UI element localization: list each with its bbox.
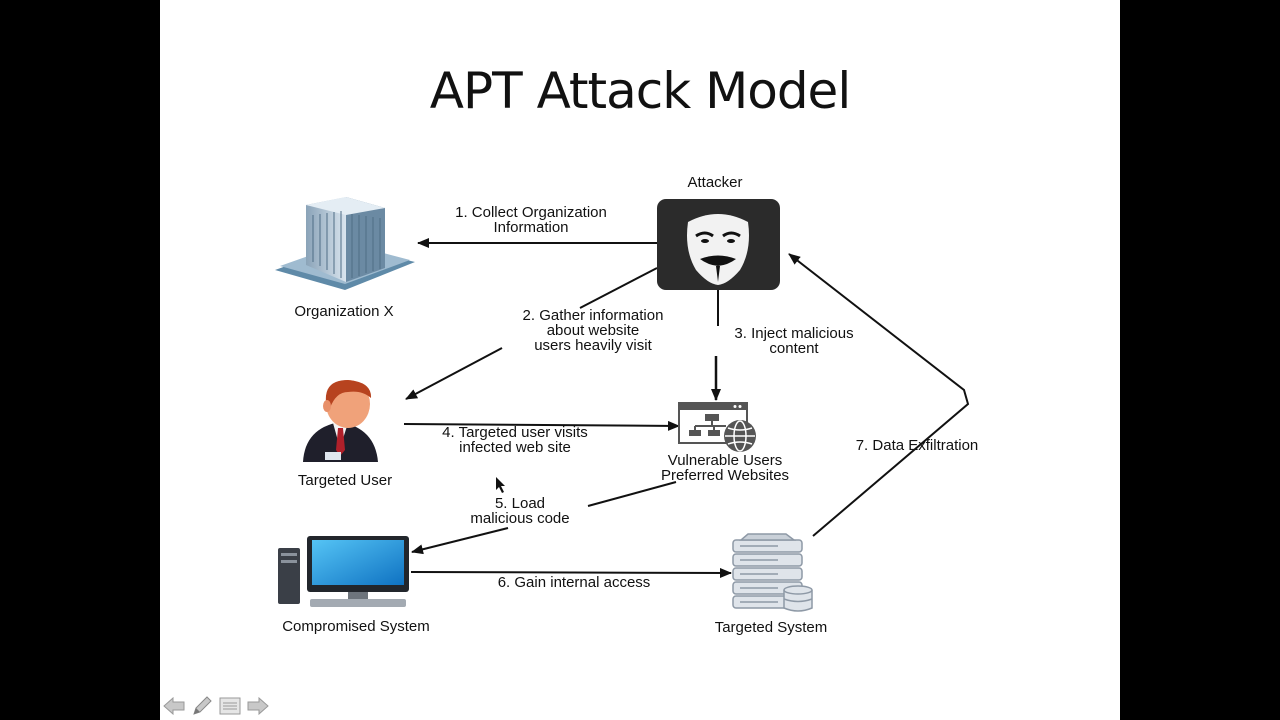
menu-icon [219,697,241,715]
arrow-step4 [403,420,680,431]
organization-label: Organization X [294,303,394,320]
desktop-computer-icon [278,536,409,607]
arrow-step2-head [405,347,503,400]
pen-tool-button[interactable] [190,695,214,717]
step6-label: 6. Gain internal access [497,574,651,591]
website-sitemap-globe-icon [678,402,756,452]
arrow-left-icon [163,697,185,715]
guy-fawkes-mask-icon [657,199,780,290]
previous-slide-button[interactable] [162,695,186,717]
arrow-step7 [788,253,970,537]
pen-icon [193,696,212,715]
compromised-system-label: Compromised System [282,618,430,635]
businessman-icon [303,380,378,462]
targeted-user-label: Targeted User [297,472,393,489]
step7-label: 7. Data Exfiltration [855,437,979,454]
slide-menu-button[interactable] [218,695,242,717]
next-slide-button[interactable] [246,695,270,717]
targeted-system-label: Targeted System [714,619,828,636]
server-database-icon [732,533,813,612]
arrow-step2 [579,267,658,309]
arrow-step6 [410,567,732,578]
arrow-step5 [587,481,677,507]
office-building-icon [275,197,415,290]
arrow-step5-head [411,527,509,555]
slideshow-toolbar [162,694,270,718]
slide-title: APT Attack Model [429,62,851,120]
arrow-right-icon [247,697,269,715]
mouse-cursor-icon [496,477,505,493]
attacker-label: Attacker [687,174,743,191]
